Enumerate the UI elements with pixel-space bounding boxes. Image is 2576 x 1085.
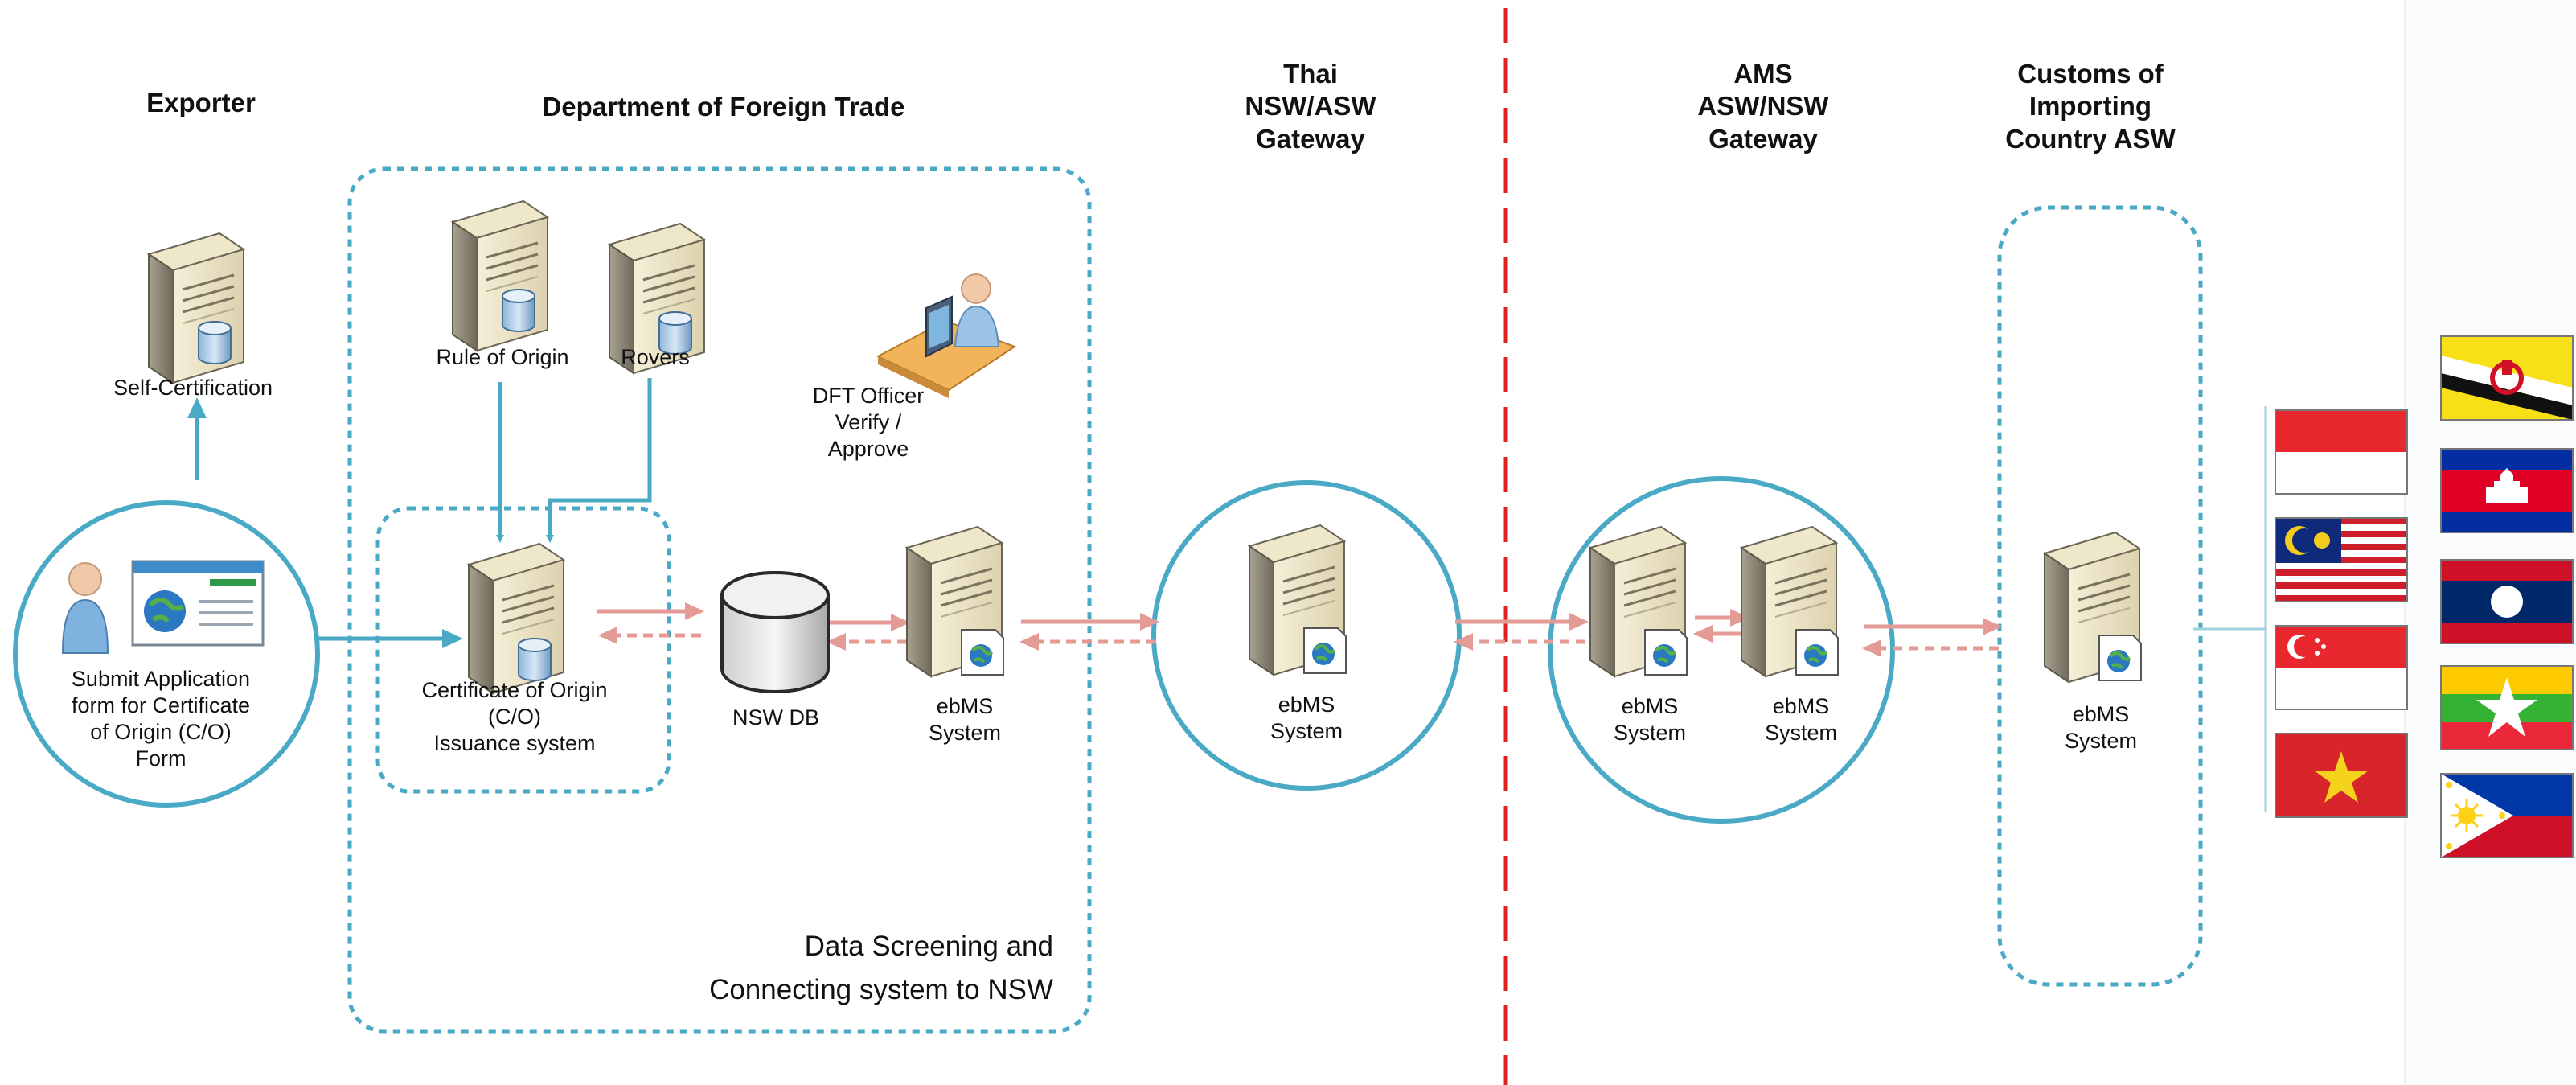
header-thai-gateway-line1: Thai [1283,59,1338,88]
flow-co-to-nswdb [597,602,704,644]
header-thai-gateway-line2: NSW/ASW [1245,91,1376,121]
label-ebms-ams-1-line2: System [1613,720,1687,745]
flow-nswdb-to-ebms [827,614,910,651]
co-server-icon [467,542,565,695]
self-certification-server-icon [147,232,245,384]
vietnam-flag-icon [2275,733,2408,818]
header-customs-line1: Customs of [2017,59,2164,88]
singapore-flag-icon [2275,625,2408,710]
label-ebms-dft-line1: ebMS [936,694,994,718]
laos-flag-icon [2440,559,2574,644]
dft-officer-icon [876,273,1017,398]
label-ebms-customs-line1: ebMS [2072,702,2130,726]
malaysia-flag-icon [2275,517,2408,602]
label-data-screening: Data Screening and Connecting system to … [627,925,1053,1013]
nsw-db-icon [720,571,830,693]
ebms-ams-2-server-icon [1740,525,1840,678]
label-nsw-db: NSW DB [732,705,819,729]
header-dft: Department of Foreign Trade [542,92,905,121]
label-self-certification: Self-Certification [113,376,273,400]
myanmar-flag-icon [2440,665,2574,750]
ebms-dft-server-icon [905,525,1005,678]
label-rovers: Rovers [621,345,690,369]
label-ebms-thai-line2: System [1270,718,1343,743]
label-data-screening-line2: Connecting system to NSW [709,974,1053,1006]
header-ams-gateway: AMS ASW/NSW Gateway [1643,58,1884,155]
label-dft-officer-line3: Approve [827,436,909,461]
label-dft-officer: DFT Officer Verify / Approve [772,383,965,462]
ebms-thai-server-icon [1248,524,1347,676]
flow-dft-to-thai [1019,613,1159,651]
ebms-ams-1-server-icon [1589,525,1688,678]
label-ebms-customs-line2: System [2064,728,2138,753]
label-submit-line3: of Origin (C/O) [90,719,232,744]
label-dft-officer-line2: Verify / [835,409,902,434]
exporter-person-icon [61,562,109,654]
label-dft-officer-line1: DFT Officer [812,384,925,408]
label-ebms-ams-1-line1: ebMS [1621,694,1679,718]
header-customs: Customs of Importing Country ASW [1962,58,2219,155]
label-co-system-line1: Certificate of Origin [421,678,608,702]
customs-box [1997,205,2203,987]
label-co-system-line3: Issuance system [433,730,596,755]
label-ebms-customs: ebMS System [2037,701,2165,754]
label-submit-line1: Submit Application [71,667,251,691]
label-ebms-ams-2-line2: System [1764,720,1838,745]
header-customs-line2: Importing [2028,91,2152,121]
header-customs-line3: Country ASW [2005,123,2176,154]
label-ebms-ams-1: ebMS System [1585,693,1714,746]
header-thai-gateway: Thai NSW/ASW Gateway [1190,58,1431,155]
header-thai-gateway-line3: Gateway [1256,123,1365,154]
label-ebms-ams-2: ebMS System [1737,693,1865,746]
ebms-customs-server-icon [2043,531,2143,684]
label-submit-line4: Form [135,746,187,771]
label-ebms-dft: ebMS System [900,693,1029,746]
label-submit-application: Submit Application form for Certificate … [40,666,281,772]
label-ebms-ams-2-line1: ebMS [1772,694,1830,718]
header-ams-gateway-line2: ASW/NSW [1697,91,1829,121]
brunei-flag-icon [2440,335,2574,421]
right-side-panel [2404,0,2576,1085]
arrow-rovers-to-co [546,378,652,543]
label-co-system: Certificate of Origin (C/O) Issuance sys… [394,677,635,757]
indonesia-flag-icon [2275,409,2408,495]
exporter-circle [13,500,320,808]
flow-thai-to-ams [1454,613,1589,651]
label-data-screening-line1: Data Screening and [804,931,1053,962]
header-ams-gateway-line3: Gateway [1708,123,1818,154]
co-system-box [375,506,671,794]
rule-of-origin-server-icon [451,199,549,352]
label-submit-line2: form for Certificate [71,693,251,717]
header-ams-gateway-line1: AMS [1733,59,1793,88]
header-exporter: Exporter [146,88,256,117]
web-form-icon [131,560,265,647]
dft-boundary-box [347,166,1092,1034]
flow-ams-internal [1693,609,1749,643]
label-ebms-thai-line1: ebMS [1278,693,1335,717]
label-ebms-dft-line2: System [928,720,1002,745]
label-co-system-line2: (C/O) [488,704,541,729]
label-rule-of-origin: Rule of Origin [436,345,569,369]
cambodia-flag-icon [2440,448,2574,533]
label-ebms-thai: ebMS System [1242,692,1371,745]
philippines-flag-icon [2440,773,2574,858]
flow-ams-to-customs [1862,618,2002,657]
